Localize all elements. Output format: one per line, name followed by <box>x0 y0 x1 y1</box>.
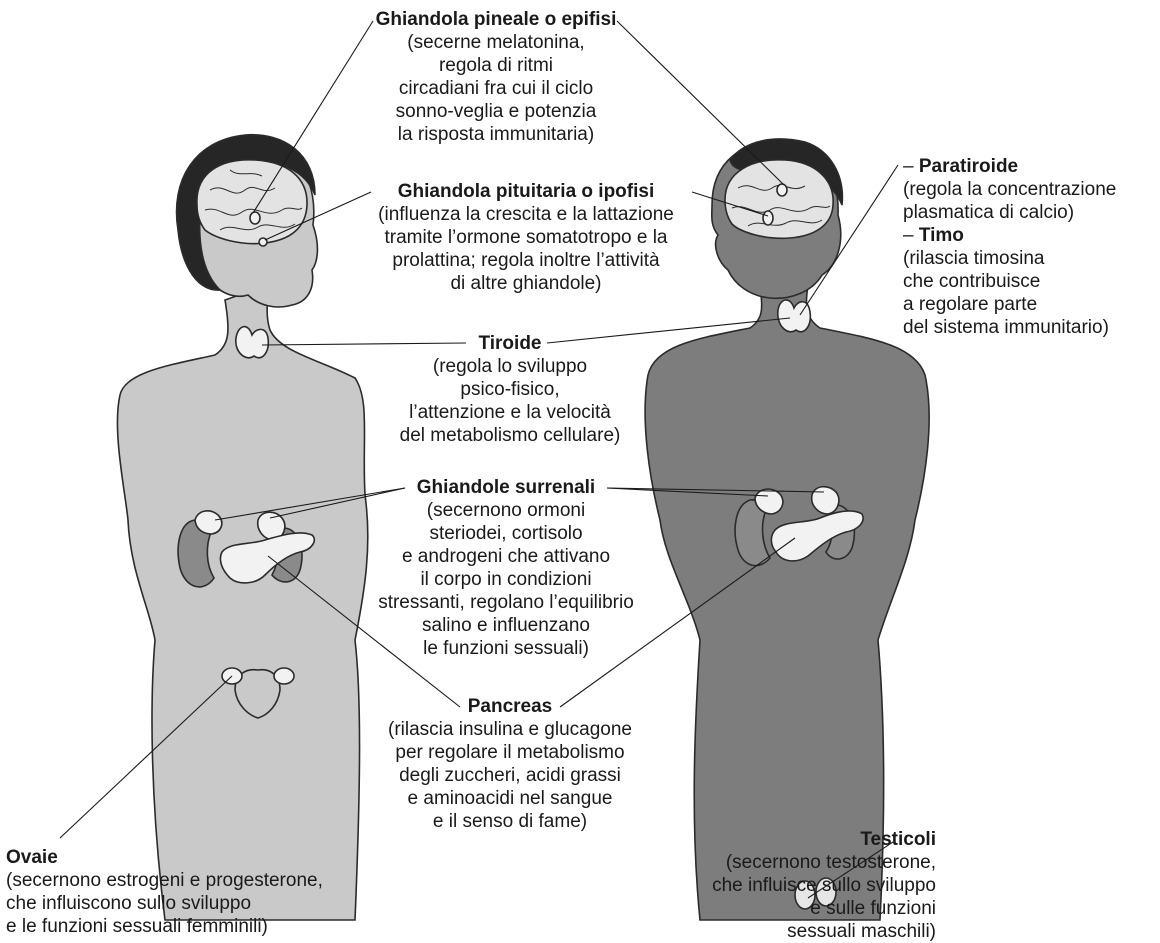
label-desc-line: che contribuisce <box>903 270 1109 293</box>
label-desc-line: che influiscono sullo sviluppo <box>6 892 323 915</box>
label-desc-line: sonno-veglia e potenzia <box>365 100 627 123</box>
female-body <box>117 285 367 920</box>
label-desc-line: e sulle funzioni <box>640 897 936 920</box>
male-brain <box>725 160 833 238</box>
label-desc-line: salino e influenzano <box>376 614 636 637</box>
label-desc-line: del sistema immunitario) <box>903 316 1109 339</box>
label-desc-line: degli zuccheri, acidi grassi <box>380 764 640 787</box>
label-ghiandola-pituitaria: Ghiandola pituitaria o ipofisi (influenz… <box>365 180 687 295</box>
male-pituitary <box>763 211 773 225</box>
label-desc-line: prolattina; regola inoltre l’attività <box>365 249 687 272</box>
label-desc-line: (secerne melatonina, <box>365 31 627 54</box>
label-desc-line: e aminoacidi nel sangue <box>380 787 640 810</box>
label-desc-line: sessuali maschili) <box>640 920 936 943</box>
label-title-text: Timo <box>919 225 964 246</box>
label-desc-line: il corpo in condizioni <box>376 568 636 591</box>
label-pancreas: Pancreas (rilascia insulina e glucagone … <box>380 695 640 833</box>
label-ghiandole-surrenali: Ghiandole surrenali (secernono ormoni st… <box>376 476 636 660</box>
label-dash: – <box>903 156 919 177</box>
label-desc-line: l’attenzione e la velocità <box>380 401 640 424</box>
label-testicoli: Testicoli (secernono testosterone, che i… <box>640 828 936 943</box>
label-desc-line: e le funzioni sessuali femminili) <box>6 915 323 938</box>
label-title-text: Paratiroide <box>919 156 1018 177</box>
label-desc-line: psico-fisico, <box>380 378 640 401</box>
label-title: Ghiandola pituitaria o ipofisi <box>365 180 687 203</box>
male-figure <box>645 139 929 920</box>
label-desc-line: (secernono ormoni <box>376 499 636 522</box>
label-desc-line: (influenza la crescita e la lattazione <box>365 203 687 226</box>
pineal-leader-male <box>617 21 784 185</box>
label-tiroide: Tiroide (regola lo sviluppo psico-fisico… <box>380 332 640 447</box>
label-title: – Paratiroide <box>903 155 1116 178</box>
label-desc-line: a regolare parte <box>903 293 1109 316</box>
label-desc-line: che influisce sullo sviluppo <box>640 874 936 897</box>
label-ghiandola-pineale: Ghiandola pineale o epifisi (secerne mel… <box>365 8 627 146</box>
label-desc-line: stressanti, regolano l’equilibrio <box>376 591 636 614</box>
label-desc-line: tramite l’ormone somatotropo e la <box>365 226 687 249</box>
label-desc-line: plasmatica di calcio) <box>903 201 1116 224</box>
label-timo: – Timo (rilascia timosina che contribuis… <box>903 224 1109 339</box>
label-title: Ghiandole surrenali <box>376 476 636 499</box>
label-desc-line: (rilascia insulina e glucagone <box>380 718 640 741</box>
label-desc-line: di altre ghiandole) <box>365 272 687 295</box>
label-title: Ghiandola pineale o epifisi <box>365 8 627 31</box>
label-desc-line: e androgeni che attivano <box>376 545 636 568</box>
male-body <box>645 285 929 920</box>
label-desc-line: (regola la concentrazione <box>903 178 1116 201</box>
label-desc-line: steriodei, cortisolo <box>376 522 636 545</box>
male-pineal <box>777 184 787 196</box>
label-desc-line: regola di ritmi <box>365 54 627 77</box>
label-title: Testicoli <box>640 828 936 851</box>
label-dash: – <box>903 225 919 246</box>
label-ovaie: Ovaie (secernono estrogeni e progesteron… <box>6 846 323 938</box>
label-title: Ovaie <box>6 846 323 869</box>
label-title: Pancreas <box>380 695 640 718</box>
label-desc-line: la risposta immunitaria) <box>365 123 627 146</box>
female-brain <box>197 160 307 244</box>
label-paratiroide: – Paratiroide (regola la concentrazione … <box>903 155 1116 224</box>
female-pineal <box>250 212 260 224</box>
label-desc-line: (secernono estrogeni e progesterone, <box>6 869 323 892</box>
label-desc-line: le funzioni sessuali) <box>376 637 636 660</box>
label-desc-line: circadiani fra cui il ciclo <box>365 77 627 100</box>
female-figure <box>117 135 367 920</box>
label-desc-line: del metabolismo cellulare) <box>380 424 640 447</box>
label-title: – Timo <box>903 224 1109 247</box>
label-desc-line: (regola lo sviluppo <box>380 355 640 378</box>
label-desc-line: (secernono testosterone, <box>640 851 936 874</box>
label-desc-line: per regolare il metabolismo <box>380 741 640 764</box>
female-right-ovary <box>274 668 294 684</box>
label-desc-line: e il senso di fame) <box>380 810 640 833</box>
label-desc-line: (rilascia timosina <box>903 247 1109 270</box>
label-title: Tiroide <box>380 332 640 355</box>
